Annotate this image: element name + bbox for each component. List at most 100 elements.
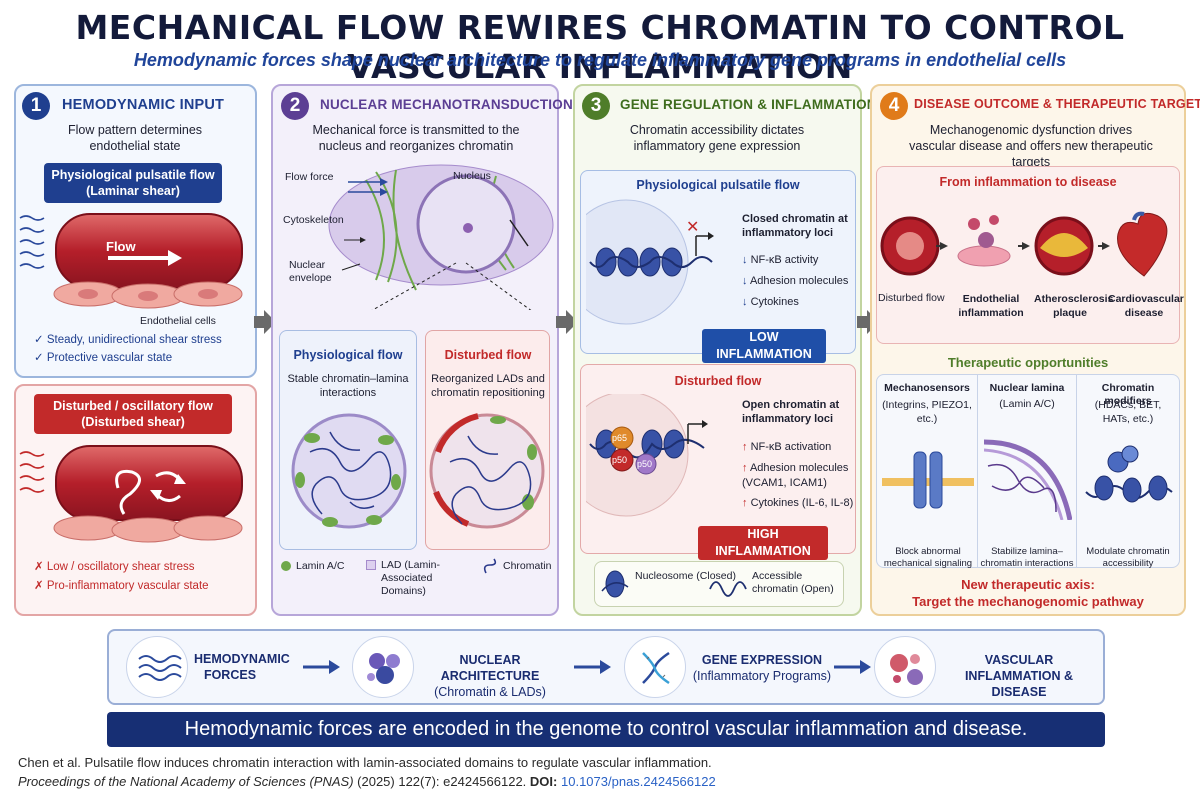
step-arrow-3 bbox=[857, 310, 879, 334]
therapeutic-axis-text: Target the mechanogenomic pathway bbox=[912, 594, 1144, 609]
panel4-heading: DISEASE OUTCOME & THERAPEUTIC TARGETING bbox=[914, 97, 1200, 111]
disturbed-flow-card-title: Disturbed flow bbox=[444, 348, 532, 362]
panel2-text: Mechanical force is transmitted to the n… bbox=[312, 123, 520, 153]
nuclear-architecture-icon bbox=[352, 636, 414, 698]
disturbed-flow-subtitle: (Disturbed shear) bbox=[81, 415, 185, 429]
disturbed-point-2: ✗ Pro-inflammatory vascular state bbox=[34, 580, 209, 593]
citation-volume: (2025) 122(7): e2424566122. bbox=[357, 774, 527, 789]
open-point-2: ↑ Adhesion molecules (VCAM1, ICAM1) bbox=[742, 461, 854, 491]
accessible-legend-label: Accessible chromatin (Open) bbox=[752, 570, 834, 595]
open-chromatin-illustration bbox=[586, 394, 708, 517]
down-arrow-icon: ↓ bbox=[742, 296, 751, 308]
flow-label: Flow bbox=[106, 239, 136, 254]
gene-expression-icon bbox=[624, 636, 686, 698]
open-chromatin-title: Open chromatin at inflammatory loci bbox=[742, 399, 840, 425]
flow-step-2: NUCLEAR ARCHITECTURE (Chromatin & LADs) bbox=[422, 652, 558, 700]
panel3-heading: GENE REGULATION & INFLAMMATION bbox=[620, 97, 877, 112]
check-icon: ✓ bbox=[34, 334, 47, 346]
closed-point-3-text: Cytokines bbox=[750, 296, 799, 308]
physio-flow-header: Physiological pulsatile flow (Laminar sh… bbox=[44, 163, 222, 203]
closed-chromatin-title: Closed chromatin at inflammatory loci bbox=[742, 213, 848, 239]
therapy-2-detail: (Lamin A/C) bbox=[999, 398, 1055, 410]
citation-doi-label: DOI: bbox=[529, 774, 558, 789]
therapy-divider-2 bbox=[1076, 374, 1077, 568]
therapeutic-axis-title: New therapeutic axis: bbox=[961, 577, 1095, 592]
cross-icon: ✗ bbox=[34, 561, 47, 573]
high-inflammation-badge: HIGH INFLAMMATION bbox=[698, 526, 828, 560]
disease-step-3: Atherosclerosis plaque bbox=[1034, 293, 1114, 319]
vascular-inflammation-icon bbox=[874, 636, 936, 698]
physio-point-1-text: Steady, unidirectional shear stress bbox=[46, 334, 222, 346]
endothelial-cells-label: Endothelial cells bbox=[140, 315, 216, 327]
chromatin-modifier-icon bbox=[1085, 445, 1173, 503]
panel1-text: Flow pattern determines endothelial stat… bbox=[67, 123, 203, 153]
therapy-3-detail: (HDACs, BET, HATs, etc.) bbox=[1094, 399, 1162, 425]
therapy-1-title: Mechanosensors bbox=[884, 382, 970, 394]
disturbed-gene-card-title: Disturbed flow bbox=[674, 374, 762, 388]
step-arrow-1 bbox=[254, 310, 276, 334]
step-number-1: 1 bbox=[22, 92, 50, 120]
disease-step-4: Cardiovascular disease bbox=[1108, 293, 1184, 319]
physio-flow-title: Physiological pulsatile flow bbox=[51, 168, 215, 182]
open-point-1: ↑ NF-κB activation bbox=[742, 441, 831, 454]
physio-point-2: ✓ Protective vascular state bbox=[34, 352, 172, 365]
open-point-3: ↑ Cytokines (IL-6, IL-8) bbox=[742, 497, 853, 510]
cytoskeleton-label: Cytoskeleton bbox=[283, 214, 344, 226]
cross-icon: ✗ bbox=[34, 580, 47, 592]
citation-doi-link[interactable]: 10.1073/pnas.2424566122 bbox=[561, 774, 716, 789]
disturbed-vessel-illustration bbox=[19, 445, 243, 543]
physio-gene-card-title: Physiological pulsatile flow bbox=[636, 178, 800, 192]
disturbed-point-2-text: Pro-inflammatory vascular state bbox=[46, 580, 209, 592]
disease-card-title: From inflammation to disease bbox=[939, 175, 1117, 189]
p65-label: p65 bbox=[612, 433, 628, 443]
stable-nucleus-icon bbox=[291, 413, 407, 529]
flow-step-3-title: GENE EXPRESSION bbox=[701, 653, 823, 667]
closed-point-1-text: NF-κB activity bbox=[750, 254, 819, 266]
closed-point-2: ↓ Adhesion molecules bbox=[742, 275, 848, 288]
disturbed-flow-card-text: Reorganized LADs and chromatin repositio… bbox=[431, 373, 545, 399]
closed-point-2-text: Adhesion molecules bbox=[749, 275, 849, 287]
p50-label-1: p50 bbox=[612, 455, 628, 465]
physio-point-1: ✓ Steady, unidirectional shear stress bbox=[34, 334, 222, 347]
panel1-heading: HEMODYNAMIC INPUT bbox=[62, 97, 225, 113]
down-arrow-icon: ↓ bbox=[742, 275, 750, 287]
chromatin-legend-icon bbox=[483, 558, 497, 574]
disturbed-flow-title: Disturbed / oscillatory flow bbox=[53, 399, 213, 413]
lad-legend-swatch bbox=[366, 560, 376, 570]
therapy-3-title: Chromatin modifiers bbox=[1101, 382, 1155, 407]
disturbed-point-1-text: Low / oscillatory shear stress bbox=[46, 561, 195, 573]
citation-line-2: Proceedings of the National Academy of S… bbox=[18, 774, 716, 789]
flow-step-1: HEMODYNAMIC FORCES bbox=[194, 652, 290, 682]
therapy-3-action: Modulate chromatin accessibility bbox=[1086, 546, 1170, 569]
page-subtitle: Hemodynamic forces shape nuclear archite… bbox=[133, 50, 1067, 70]
conclusion-banner: Hemodynamic forces are encoded in the ge… bbox=[107, 712, 1105, 747]
up-arrow-icon: ↑ bbox=[742, 497, 751, 509]
step-number-3: 3 bbox=[582, 92, 610, 120]
nuclear-envelope-label: Nuclear envelope bbox=[289, 259, 332, 284]
flow-step-2-title: NUCLEAR ARCHITECTURE bbox=[440, 653, 540, 683]
panel4-text: Mechanogenomic dysfunction drives vascul… bbox=[909, 123, 1153, 169]
disease-step-1: Disturbed flow bbox=[878, 292, 945, 304]
disturbed-flow-header: Disturbed / oscillatory flow (Disturbed … bbox=[34, 394, 232, 434]
nucleus-illustration bbox=[328, 164, 554, 310]
flow-step-4: VASCULAR INFLAMMATION & DISEASE bbox=[964, 653, 1074, 699]
closed-point-1: ↓ NF-κB activity bbox=[742, 254, 818, 267]
citation-line-1: Chen et al. Pulsatile flow induces chrom… bbox=[18, 755, 712, 770]
laminar-vessel-illustration bbox=[19, 213, 243, 309]
lamin-legend-label: Lamin A/C bbox=[296, 560, 345, 572]
reorganized-nucleus-icon bbox=[429, 413, 545, 529]
physio-flow-subtitle: (Laminar shear) bbox=[86, 184, 180, 198]
therapy-2-action: Stabilize lamina–chromatin interactions bbox=[980, 546, 1074, 569]
physio-point-2-text: Protective vascular state bbox=[46, 352, 173, 364]
closed-point-3: ↓ Cytokines bbox=[742, 296, 799, 309]
therapy-divider-1 bbox=[977, 374, 978, 568]
disease-progression-illustration bbox=[880, 211, 1168, 277]
low-inflammation-badge: LOW INFLAMMATION bbox=[702, 329, 826, 363]
nuclear-lamina-icon bbox=[984, 439, 1072, 520]
open-point-3-text: Cytokines (IL-6, IL-8) bbox=[750, 497, 854, 509]
flow-arrow-3 bbox=[834, 660, 871, 674]
check-icon: ✓ bbox=[34, 352, 47, 364]
closed-chromatin-illustration: ✕ bbox=[586, 199, 714, 325]
p50-label-2: p50 bbox=[637, 459, 653, 469]
flow-step-2-sub: (Chromatin & LADs) bbox=[434, 685, 546, 699]
